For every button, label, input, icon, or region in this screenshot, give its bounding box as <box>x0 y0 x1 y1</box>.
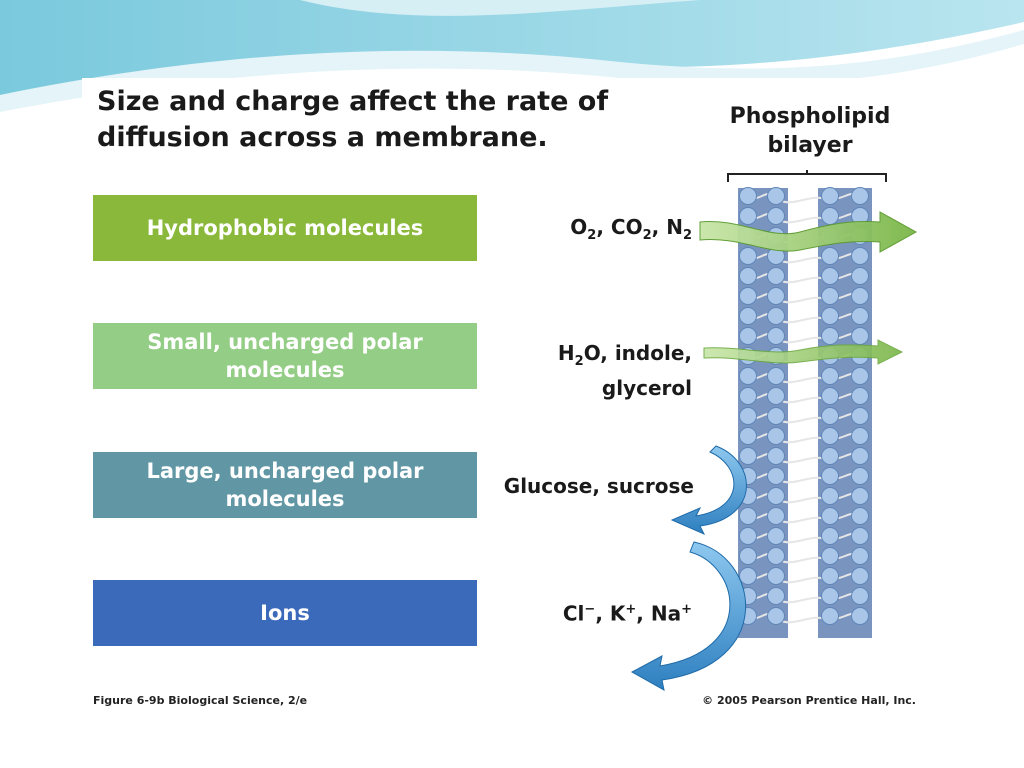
lipid-head <box>767 367 785 385</box>
lipid-head <box>821 587 839 605</box>
lipid-head <box>821 327 839 345</box>
copyright-notice: © 2005 Pearson Prentice Hall, Inc. <box>702 694 916 707</box>
lipid-head <box>851 567 869 585</box>
lipid-head <box>851 367 869 385</box>
arrow-large-polar-deflect <box>670 445 747 536</box>
lipid-head <box>851 267 869 285</box>
lipid-head <box>767 587 785 605</box>
lipid-head <box>739 287 757 305</box>
lipid-head <box>767 307 785 325</box>
lipid-head <box>851 607 869 625</box>
lipid-head <box>739 187 757 205</box>
lipid-head <box>739 367 757 385</box>
lipid-head <box>739 547 757 565</box>
lipid-head <box>851 247 869 265</box>
lipid-head <box>767 267 785 285</box>
lipid-head <box>821 407 839 425</box>
lipid-head <box>851 407 869 425</box>
lipid-head <box>767 607 785 625</box>
label-ions: Cl−, K+, Na+ <box>562 601 692 626</box>
lipid-head <box>739 387 757 405</box>
lipid-head <box>851 507 869 525</box>
lipid-head <box>767 327 785 345</box>
category-large-polar: Large, uncharged polar molecules <box>93 452 477 518</box>
bilayer-label: Phospholipid bilayer <box>729 104 891 158</box>
lipid-head <box>739 207 757 225</box>
arrow-small-polar-pass <box>703 339 904 365</box>
lipid-head <box>851 427 869 445</box>
lipid-head <box>767 427 785 445</box>
lipid-head <box>767 507 785 525</box>
lipid-head <box>851 487 869 505</box>
lipid-head <box>821 547 839 565</box>
lipid-head <box>767 547 785 565</box>
lipid-head <box>851 527 869 545</box>
lipid-head <box>739 447 757 465</box>
label-small-polar-molecules: H2O, indole,glycerol <box>557 341 692 400</box>
lipid-head <box>851 447 869 465</box>
lipid-head <box>739 507 757 525</box>
arrow-ions-deflect <box>630 541 746 691</box>
lipid-head <box>739 427 757 445</box>
lipid-head <box>821 247 839 265</box>
lipid-head <box>767 287 785 305</box>
lipid-head <box>821 307 839 325</box>
lipid-head <box>851 287 869 305</box>
lipid-head <box>739 327 757 345</box>
lipid-head <box>767 447 785 465</box>
lipid-head <box>851 327 869 345</box>
lipid-head <box>821 467 839 485</box>
lipid-head <box>851 387 869 405</box>
lipid-head <box>739 527 757 545</box>
lipid-head <box>739 567 757 585</box>
arrow-hydrophobic-pass <box>699 211 918 253</box>
lipid-head <box>739 247 757 265</box>
lipid-head <box>851 307 869 325</box>
category-small-polar: Small, uncharged polar molecules <box>93 323 477 389</box>
lipid-head <box>739 307 757 325</box>
lipid-head <box>851 587 869 605</box>
lipid-head <box>767 567 785 585</box>
lipid-head <box>767 407 785 425</box>
lipid-head <box>767 187 785 205</box>
lipid-head <box>821 487 839 505</box>
lipid-head <box>767 527 785 545</box>
lipid-head <box>739 267 757 285</box>
lipid-head <box>767 387 785 405</box>
lipid-head <box>821 447 839 465</box>
lipid-head <box>821 187 839 205</box>
lipid-head <box>821 287 839 305</box>
lipid-head <box>821 607 839 625</box>
category-ions: Ions <box>93 580 477 646</box>
lipid-head <box>821 387 839 405</box>
figure-caption: Figure 6-9b Biological Science, 2/e <box>93 694 308 707</box>
lipid-head <box>767 207 785 225</box>
label-hydrophobic-molecules: O2, CO2, N2 <box>570 215 692 243</box>
lipid-head <box>851 547 869 565</box>
category-hydrophobic: Hydrophobic molecules <box>93 195 477 261</box>
lipid-head <box>739 407 757 425</box>
lipid-head <box>821 267 839 285</box>
lipid-head <box>821 507 839 525</box>
lipid-head <box>851 467 869 485</box>
lipid-head <box>821 427 839 445</box>
lipid-head <box>821 527 839 545</box>
lipid-head <box>851 187 869 205</box>
bilayer-bracket <box>727 170 887 182</box>
lipid-head <box>767 467 785 485</box>
label-large-polar-molecules: Glucose, sucrose <box>503 474 694 498</box>
lipid-head <box>821 567 839 585</box>
lipid-head <box>821 367 839 385</box>
figure-title: Size and charge affect the rate of diffu… <box>97 86 609 153</box>
lipid-head <box>767 487 785 505</box>
